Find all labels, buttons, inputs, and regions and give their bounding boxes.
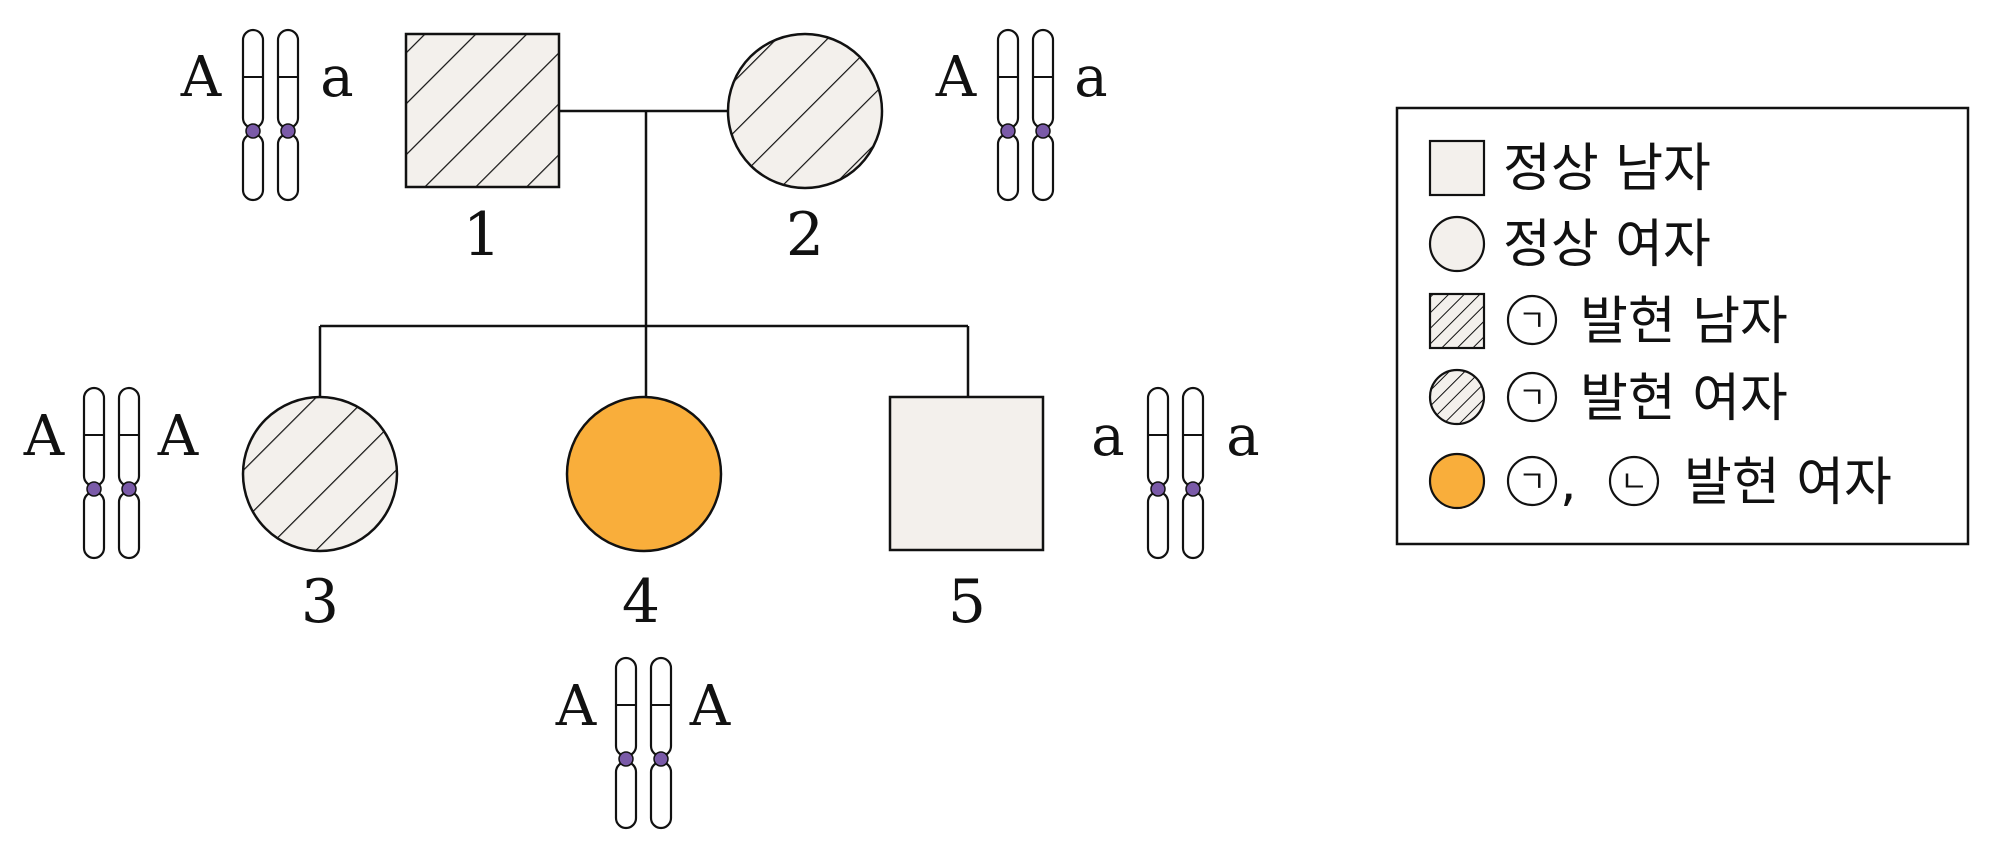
circled-mark: ㄱ (1518, 304, 1546, 339)
legend-label: 정상 남자 (1503, 139, 1711, 199)
male-hatched-symbol (404, 32, 561, 189)
legend-item-hatched-male: ㄱ 발현 남자 (1428, 292, 1788, 352)
chromosome (1031, 28, 1055, 202)
allele-right: A (689, 674, 731, 739)
chromosome-pair (614, 656, 673, 830)
chromosome (241, 28, 265, 202)
female-hatched-symbol (241, 395, 399, 553)
circled-mark-icon (1506, 371, 1558, 423)
individual-4: 4 A A (555, 395, 731, 830)
individual-2: 2 A a (726, 28, 1108, 270)
allele-right: a (1074, 45, 1107, 110)
female-filled-symbol (565, 395, 723, 553)
individual-label: 3 (301, 567, 339, 637)
legend-label: 정상 여자 (1503, 215, 1711, 275)
individual-label: 2 (786, 200, 824, 270)
circled-mark: ㄴ (1620, 465, 1648, 500)
individual-1: 1 A a (180, 28, 561, 270)
pedigree-lines (318, 109, 970, 397)
legend-label: 발현 남자 (1580, 292, 1788, 352)
allele-right: A (157, 404, 199, 469)
chromosome (649, 656, 673, 830)
individual-5: 5 a a (888, 386, 1260, 637)
legend-box (1395, 106, 1970, 546)
square-plain-icon (1428, 139, 1486, 197)
legend: 정상 남자 정상 여자 ㄱ 발현 남자 ㄱ 발현 여자 ㄱ , ㄴ 발현 여자 (1395, 106, 1970, 546)
chromosome (614, 656, 638, 830)
circled-mark-icon (1608, 455, 1660, 507)
circle-plain-icon (1428, 215, 1486, 273)
legend-item-normal-male: 정상 남자 (1428, 139, 1711, 199)
female-hatched-symbol (726, 32, 884, 190)
male-normal-symbol (888, 395, 1045, 552)
legend-item-hatched-female: ㄱ 발현 여자 (1428, 368, 1788, 429)
legend-label: 발현 여자 (1580, 369, 1788, 429)
chromosome (276, 28, 300, 202)
allele-right: a (1226, 404, 1259, 469)
individual-label: 1 (463, 200, 501, 270)
circle-filled-icon (1428, 452, 1486, 510)
chromosome (82, 386, 106, 560)
allele-left: A (23, 404, 65, 469)
square-hatched-icon (1428, 292, 1486, 350)
allele-left: A (555, 674, 597, 739)
allele-right: a (320, 45, 353, 110)
individual-label: 5 (948, 567, 986, 637)
mark-separator: , (1560, 453, 1577, 513)
legend-item-normal-female: 정상 여자 (1428, 215, 1711, 275)
chromosome-pair (241, 28, 300, 202)
circled-mark: ㄱ (1518, 465, 1546, 500)
circled-mark-icon (1506, 294, 1558, 346)
individual-label: 4 (622, 567, 660, 637)
chromosome-pair (82, 386, 141, 560)
chromosome (996, 28, 1020, 202)
circled-mark: ㄱ (1518, 381, 1546, 416)
chromosome-pair (1146, 386, 1205, 560)
allele-left: A (935, 45, 977, 110)
individual-3: 3 A A (23, 386, 399, 637)
chromosome (117, 386, 141, 560)
chromosome (1181, 386, 1205, 560)
chromosome-pair (996, 28, 1055, 202)
chromosome (1146, 386, 1170, 560)
legend-item-filled-female: ㄱ , ㄴ 발현 여자 (1428, 452, 1892, 513)
circle-hatched-icon (1428, 368, 1486, 426)
legend-label: 발현 여자 (1684, 453, 1892, 513)
allele-left: A (180, 45, 222, 110)
circled-mark-icon (1506, 455, 1558, 507)
allele-left: a (1091, 404, 1124, 469)
